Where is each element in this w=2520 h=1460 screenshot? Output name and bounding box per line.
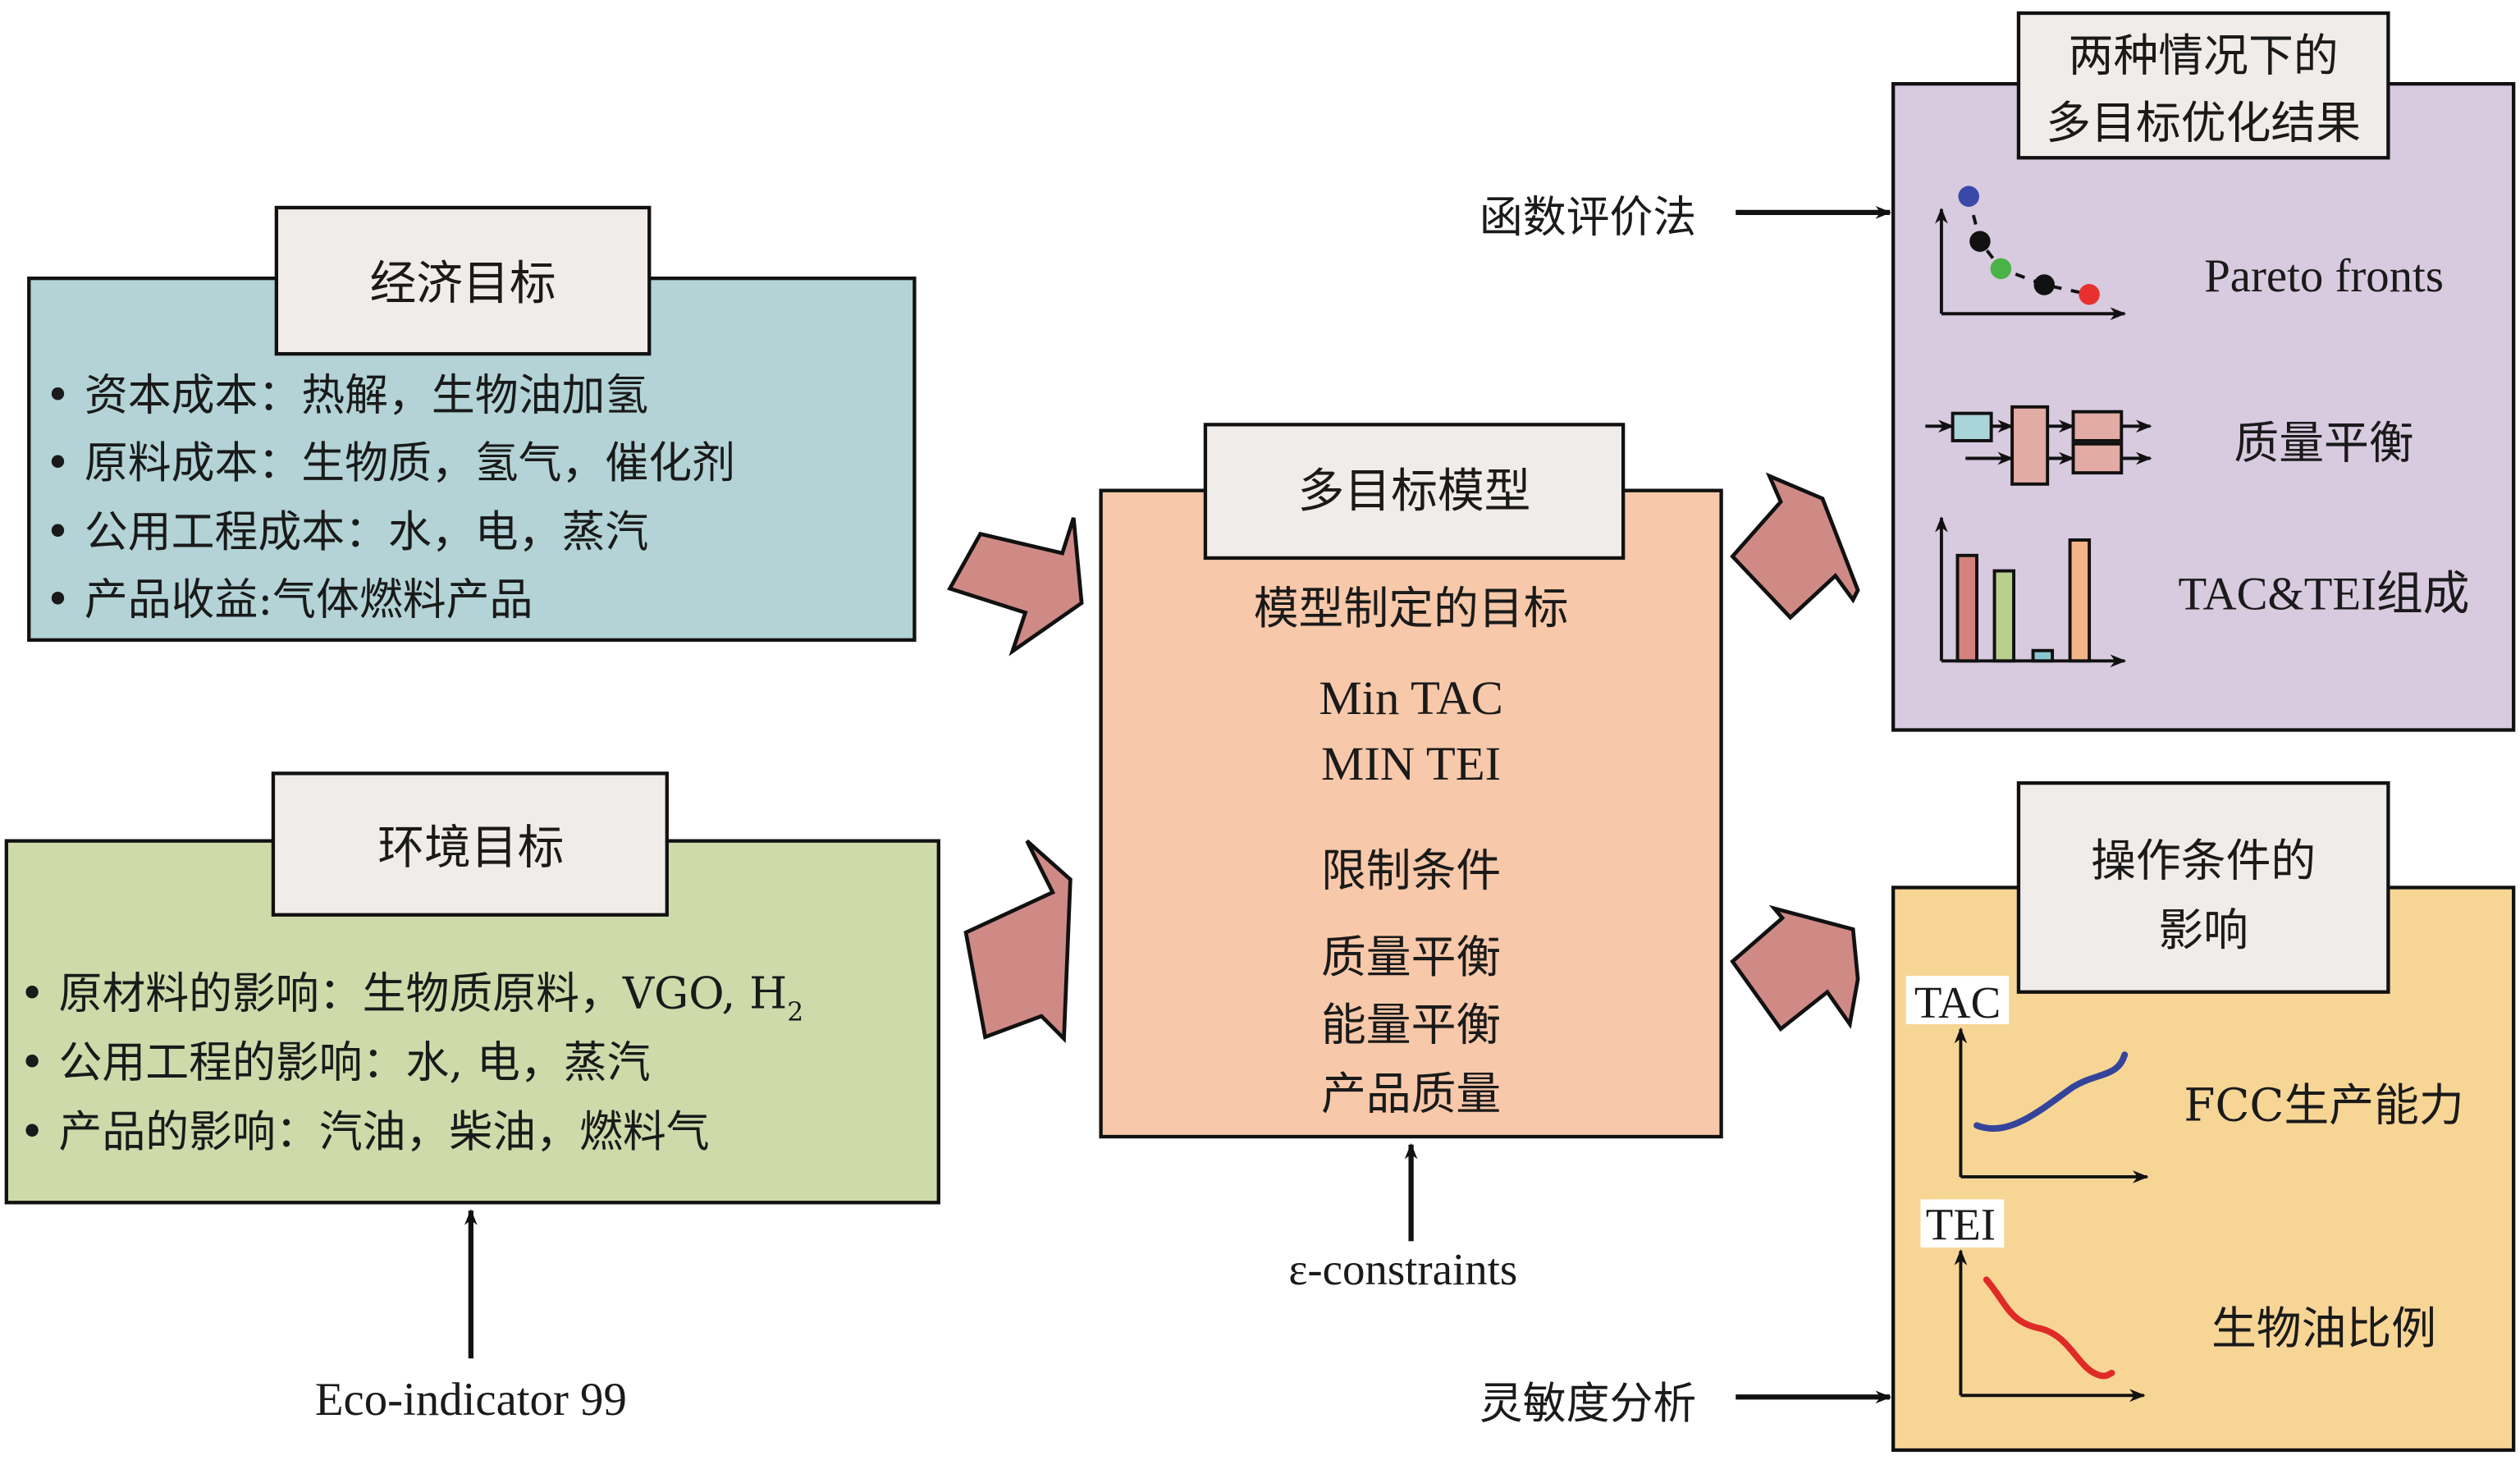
epsilon-constraints-label: ε-constraints (1288, 1244, 1517, 1294)
model-objectives-heading: 模型制定的目标 (1254, 582, 1569, 634)
economic-title-tab (274, 205, 652, 356)
pareto-fronts-label: Pareto fronts (2204, 250, 2444, 302)
subscript-2: 2 (787, 998, 803, 1027)
pareto-point (2033, 274, 2056, 295)
fat-arrow-model-to-results (1730, 472, 1860, 620)
tac-axis-label: TAC (1914, 977, 2001, 1027)
results-panel-body (1891, 82, 2516, 732)
unit-block (2071, 410, 2124, 442)
mass-balance-constraint: 质量平衡 (1321, 931, 1501, 983)
tei-label-bg (1920, 1199, 2005, 1248)
tac-increasing-curve (1973, 1051, 2129, 1133)
fcc-capacity-label: FCC生产能力 (2184, 1078, 2463, 1131)
bar (2031, 648, 2055, 663)
environment-title: 环境目标 (377, 821, 564, 875)
environment-item: • 原材料的影响：生物质原料，VGO, H2 (20, 968, 804, 1027)
sensitivity-analysis-label: 灵敏度分析 (1480, 1379, 1696, 1429)
operating-conditions-panel: 操作条件的 影响 TAC FCC生产能力 TEI 生物油比例 灵敏度分析 (1480, 780, 2516, 1453)
pareto-front-icon (1935, 185, 2127, 321)
results-title-tab (2016, 11, 2390, 160)
fat-arrow-model-to-conditions (1730, 904, 1860, 1032)
multi-objective-model-panel: 多目标模型 模型制定的目标 Min TAC MIN TEI 限制条件 质量平衡 … (1099, 423, 1723, 1294)
environment-item: • 公用工程的影响：水, 电，蒸汽 (20, 1038, 651, 1088)
results-title-line1: 两种情况下的 (2069, 29, 2339, 81)
bar (1955, 553, 1978, 663)
conditions-title-line1: 操作条件的 (2091, 835, 2316, 887)
bar-chart-icon (1935, 516, 2127, 668)
bio-oil-ratio-label: 生物油比例 (2211, 1302, 2436, 1355)
constraints-heading: 限制条件 (1321, 844, 1501, 896)
unit-block (1951, 411, 1993, 442)
model-panel-body (1099, 488, 1723, 1139)
mass-balance-flow-icon (1925, 405, 2152, 486)
economic-objective-panel: 经济目标 • 资本成本：热解，生物油加氢 • 原料成本：生物质，氢气，催化剂 •… (27, 205, 917, 642)
pareto-point (1958, 185, 1979, 207)
economic-item: • 产品收益:气体燃料产品 (45, 574, 533, 625)
tac-label-bg (1905, 976, 2010, 1024)
pareto-point (1969, 231, 1991, 252)
function-evaluation-label: 函数评价法 (1480, 192, 1696, 242)
bar (1992, 569, 2016, 663)
fat-arrow-economic-to-model (947, 517, 1084, 657)
product-quality-constraint: 产品质量 (1321, 1068, 1501, 1120)
environment-item: • 产品的影响：汽油，柴油，燃料气 (20, 1107, 710, 1157)
model-title: 多目标模型 (1298, 464, 1531, 518)
reactor-block (2010, 405, 2050, 486)
tac-tei-composition-label: TAC&TEI组成 (2179, 569, 2470, 620)
unit-block (2071, 442, 2124, 475)
min-tei-text: MIN TEI (1321, 737, 1501, 790)
min-tac-text: Min TAC (1319, 671, 1502, 725)
results-title-line2: 多目标优化结果 (2046, 97, 2361, 149)
eco-indicator-label: Eco-indicator 99 (315, 1374, 627, 1426)
tei-decreasing-curve (1983, 1276, 2115, 1380)
energy-balance-constraint: 能量平衡 (1321, 998, 1501, 1050)
pareto-point (2079, 284, 2100, 305)
tei-axis-label: TEI (1926, 1199, 1996, 1249)
pareto-point (1990, 258, 2012, 280)
economic-item: • 资本成本：热解，生物油加氢 (45, 371, 648, 421)
environment-title-tab (271, 771, 669, 917)
conditions-title-tab (2016, 780, 2390, 994)
bar (2068, 538, 2092, 663)
environment-objective-panel: 环境目标 • 原材料的影响：生物质原料，VGO, H2 • 公用工程的影响：水,… (4, 771, 940, 1426)
mass-balance-label: 质量平衡 (2234, 417, 2413, 469)
optimization-results-panel: 两种情况下的 多目标优化结果 函数评价法 Pareto fronts 质量平衡 (1480, 11, 2516, 732)
model-title-tab (1203, 423, 1626, 561)
conditions-title-line2: 影响 (2158, 904, 2248, 956)
economic-item: • 原料成本：生物质，氢气，催化剂 (45, 438, 735, 488)
economic-title: 经济目标 (369, 257, 556, 311)
economic-item: • 公用工程成本：水，电，蒸汽 (45, 507, 648, 557)
fat-arrow-environment-to-model (963, 839, 1072, 1043)
